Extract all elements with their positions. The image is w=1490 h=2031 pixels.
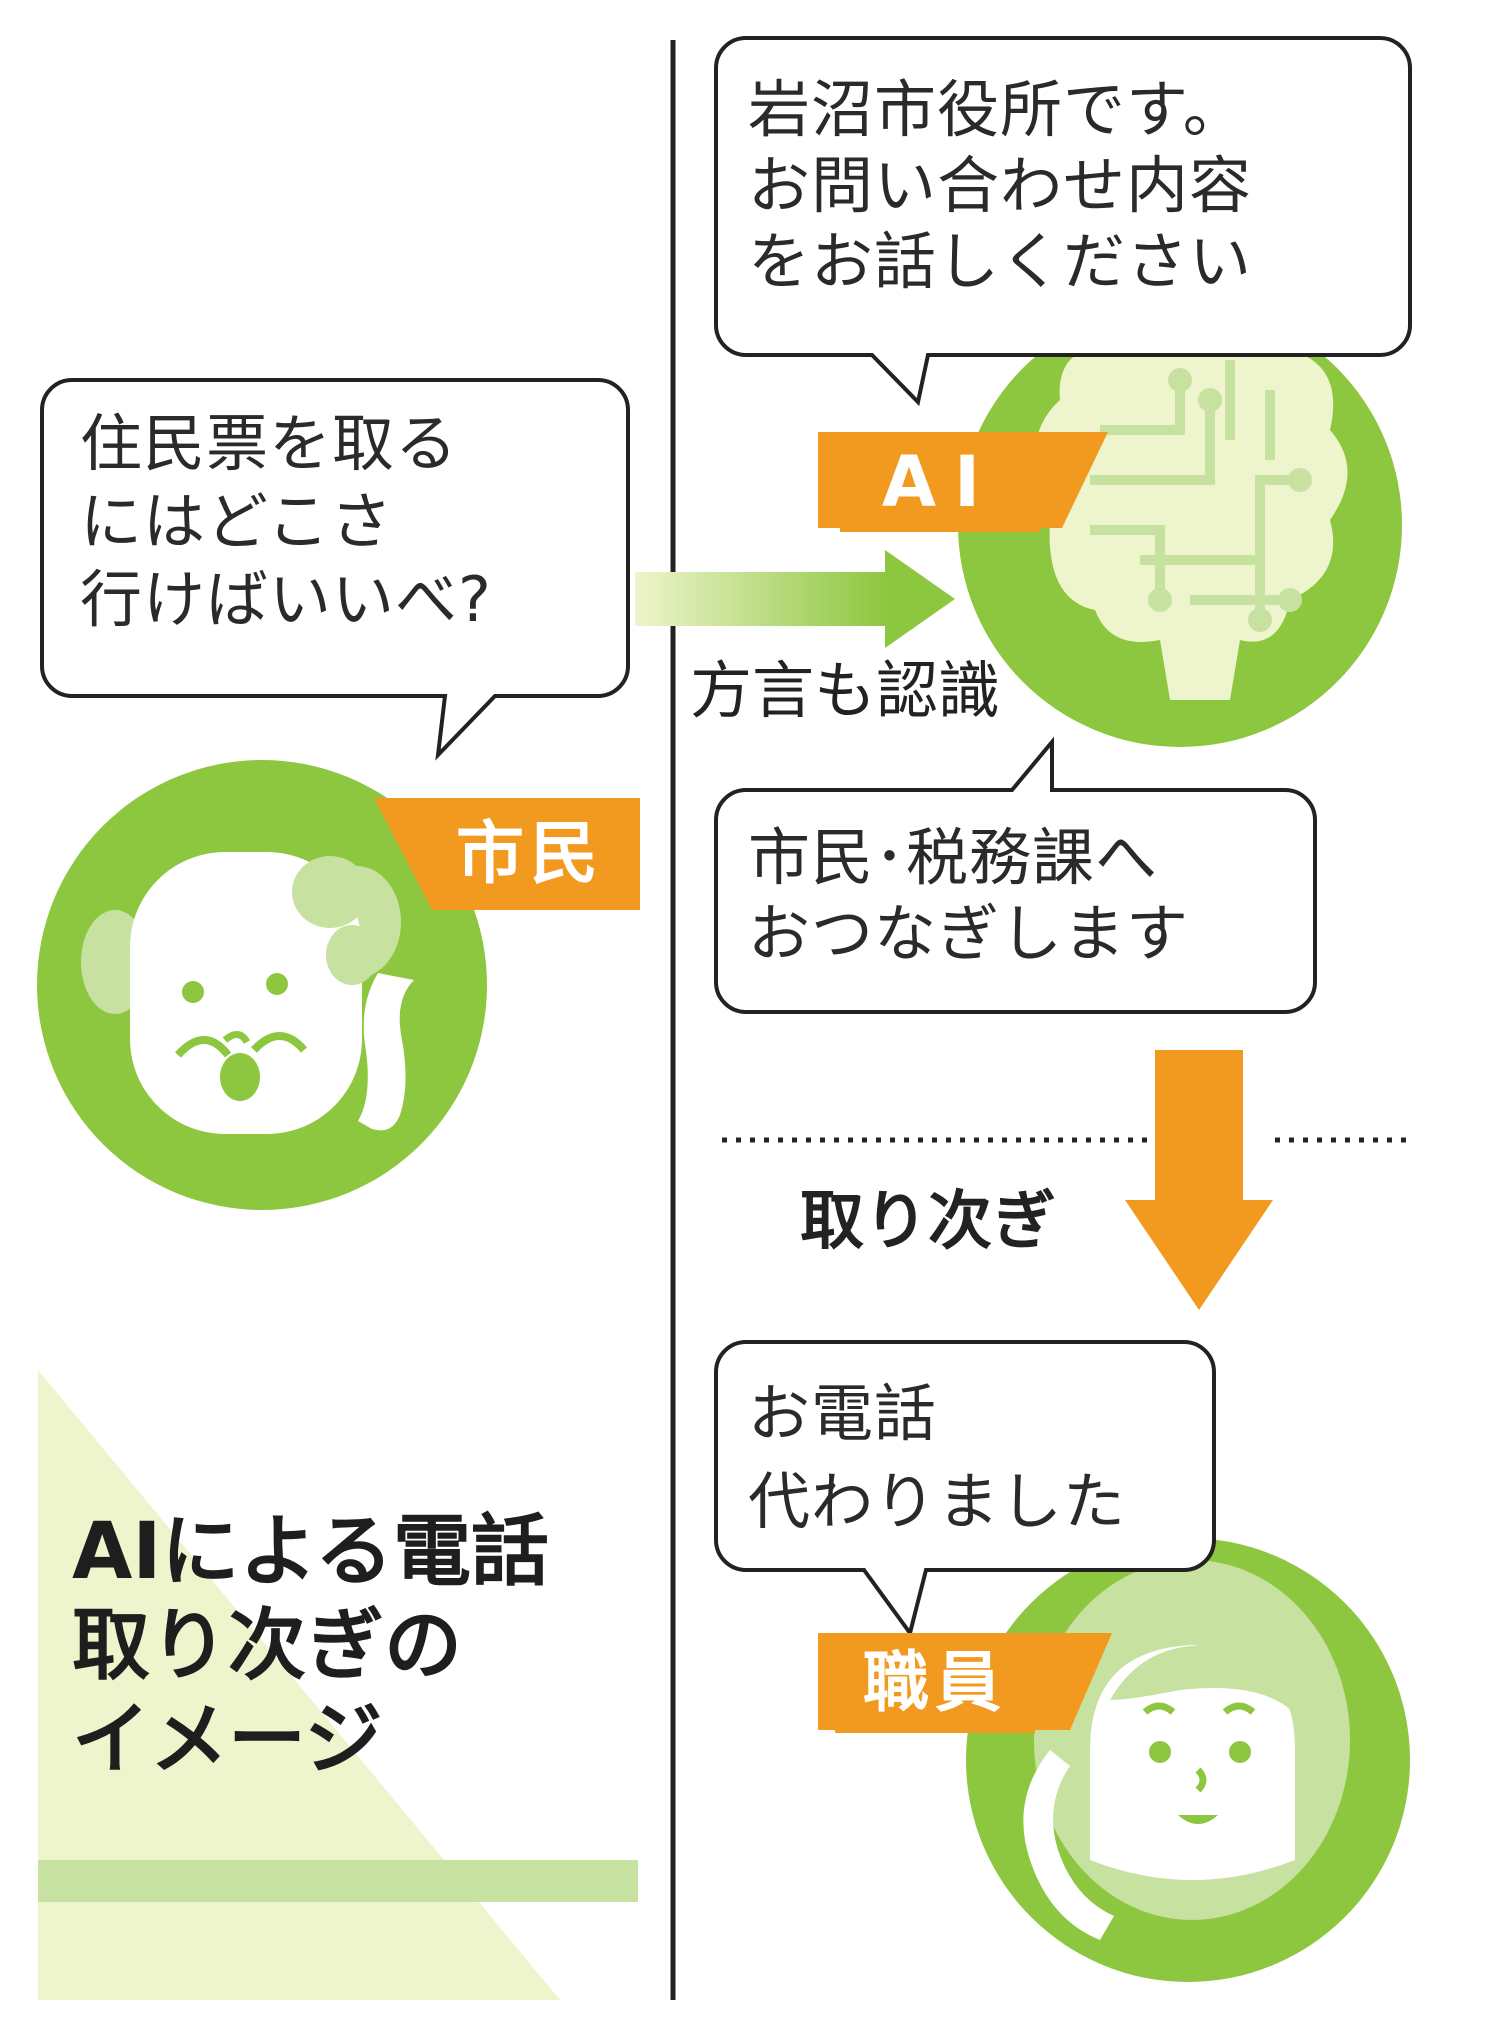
staff-speech-bubble (714, 1340, 1216, 1638)
arrow-down-icon (1125, 1050, 1273, 1310)
citizen-tag: 市民 (430, 805, 630, 905)
title-underline-band (38, 1860, 638, 1902)
dialect-recognition-label: 方言も認識 (690, 654, 1001, 727)
citizen-speech-text: 住民票を取る にはどこさ 行けばいいべ? (80, 407, 492, 636)
brain-circuit-icon (958, 303, 1402, 747)
title-triangle-decoration (38, 1370, 560, 2000)
staff-tag: 職員 (835, 1633, 1035, 1733)
transfer-label: 取り次ぎ (800, 1185, 1056, 1259)
arrow-right-icon (635, 550, 955, 648)
ai-reply-text: 市民･税務課へ おつなぎします (748, 821, 1190, 970)
ai-greeting-bubble (714, 36, 1412, 407)
ai-greeting-text: 岩沼市役所です。 お問い合わせ内容 をお話しください (748, 73, 1253, 298)
phone-handset-icon (358, 973, 414, 1131)
page-title: AIによる電話 取り次ぎの イメージ (72, 1507, 550, 1785)
citizen-speech-bubble (40, 378, 630, 761)
woman-staff-icon (966, 1538, 1410, 1982)
staff-speech-text: お電話 代わりました (748, 1377, 1127, 1538)
ai-reply-bubble (714, 736, 1317, 1014)
ai-tag: AI (840, 432, 1040, 532)
